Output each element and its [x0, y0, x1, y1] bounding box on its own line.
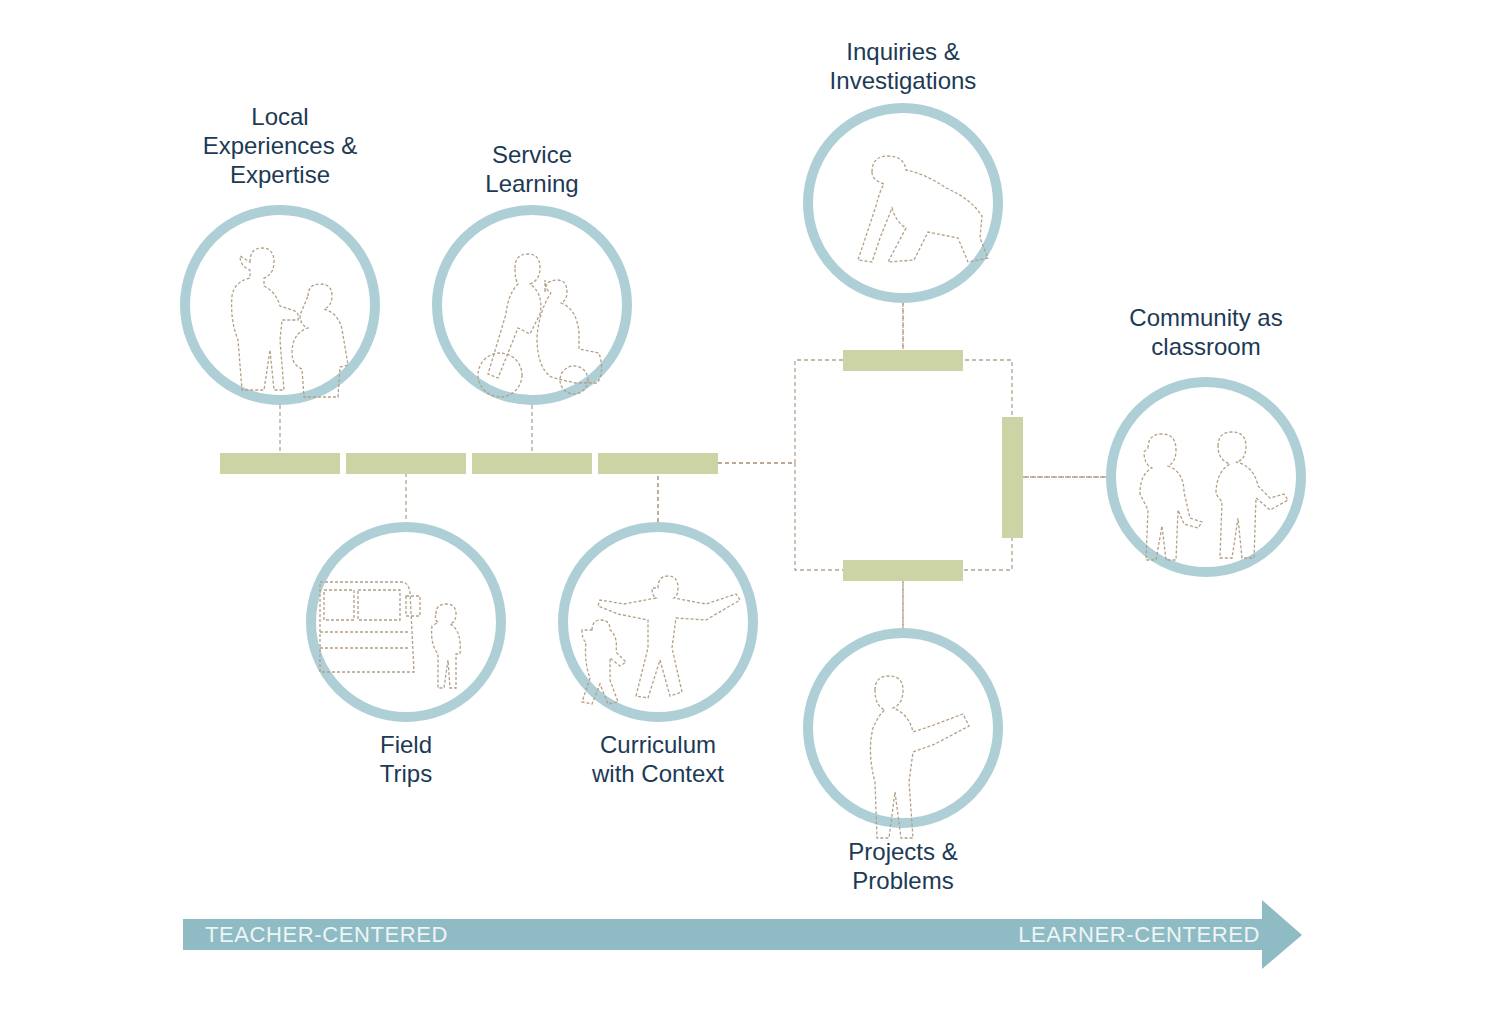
person-illustration	[870, 676, 969, 838]
people-illustration	[1140, 432, 1288, 560]
connector-line	[658, 303, 903, 522]
bus-illustration	[320, 582, 460, 688]
circle-outline	[558, 522, 758, 722]
node-label: Field Trips	[361, 730, 451, 788]
bar	[220, 453, 340, 474]
people-illustration	[582, 576, 740, 704]
node-label: Community as classroom	[1106, 303, 1306, 361]
leader-line	[531, 405, 532, 454]
bar	[346, 453, 466, 474]
topic-circle: Projects & Problems	[803, 628, 1003, 828]
bar	[843, 560, 963, 581]
axis-label: TEACHER-CENTERED	[205, 922, 448, 948]
circle-ring	[1111, 382, 1301, 572]
circle-outline	[1106, 377, 1306, 577]
circle-outline	[803, 628, 1003, 828]
axis-label: LEARNER-CENTERED	[1018, 922, 1260, 948]
dashed-connector	[658, 463, 903, 628]
connector-line	[658, 463, 903, 628]
bar	[1002, 417, 1023, 538]
circle-ring	[808, 633, 998, 823]
topic-circle: Curriculum with Context	[558, 522, 758, 722]
circle-outline	[180, 205, 380, 405]
bar	[472, 453, 592, 474]
node-label: Inquiries & Investigations	[808, 37, 998, 95]
circle-ring	[311, 527, 501, 717]
bar	[843, 350, 963, 371]
topic-circle: Inquiries & Investigations	[803, 103, 1003, 303]
node-label: Projects & Problems	[828, 837, 978, 895]
leader-line	[405, 473, 406, 522]
bar	[598, 453, 718, 474]
axis-arrow	[183, 900, 1302, 969]
node-label: Service Learning	[462, 140, 602, 198]
node-label: Local Experiences & Expertise	[185, 102, 375, 189]
circle-ring	[808, 108, 998, 298]
dashed-connector	[658, 303, 903, 522]
circle-ring	[437, 210, 627, 400]
circle-outline	[803, 103, 1003, 303]
people-illustration	[232, 248, 348, 397]
leader-line	[279, 405, 280, 454]
topic-circle: Local Experiences & Expertise	[180, 205, 380, 405]
topic-circle: Community as classroom	[1106, 377, 1306, 577]
person-illustration	[858, 156, 988, 262]
circle-ring	[563, 527, 753, 717]
topic-circle: Service Learning	[432, 205, 632, 405]
circle-outline	[306, 522, 506, 722]
people-illustration	[478, 254, 602, 397]
circle-outline	[432, 205, 632, 405]
circle-ring	[185, 210, 375, 400]
node-label: Curriculum with Context	[576, 730, 741, 788]
topic-circle: Field Trips	[306, 522, 506, 722]
